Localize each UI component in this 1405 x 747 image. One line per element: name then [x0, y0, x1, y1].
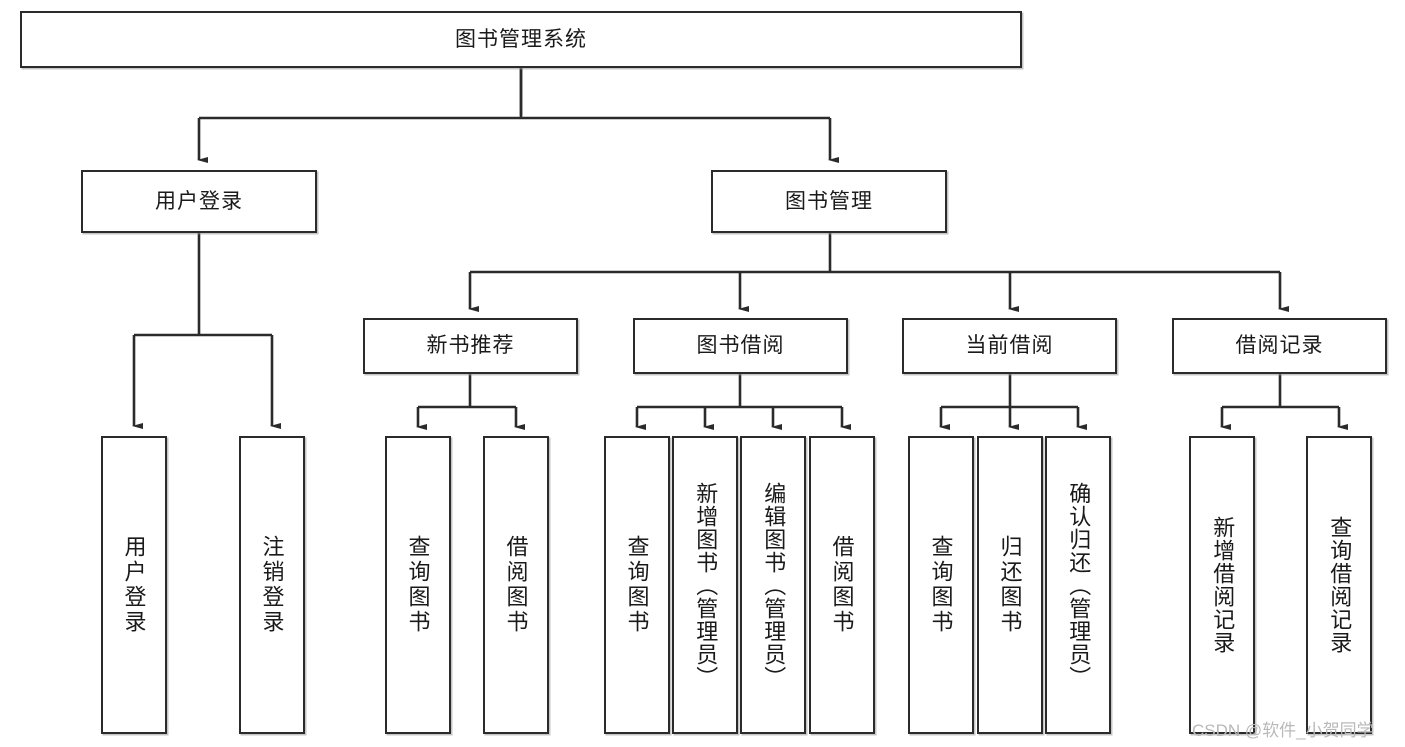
node-label: 归还图书 — [997, 535, 1023, 635]
node-label: 用户登录 — [155, 189, 243, 213]
csdn-watermark: CSDN @软件_小贺同学 — [1192, 721, 1374, 740]
leaf-return-book[interactable]: 归还图书 — [977, 436, 1043, 734]
leaf-edit-book-admin[interactable]: 编辑图书（管理员） — [740, 436, 806, 734]
leaf-query-book-current[interactable]: 查询图书 — [908, 436, 974, 734]
leaf-query-borrow-record[interactable]: 查询借阅记录 — [1306, 436, 1372, 734]
leaf-add-borrow-record[interactable]: 新增借阅记录 — [1189, 436, 1255, 734]
leaf-borrow-book[interactable]: 借阅图书 — [809, 436, 875, 734]
leaf-query-book[interactable]: 查询图书 — [604, 436, 670, 734]
node-label: 图书管理系统 — [455, 27, 587, 51]
node-label: 用户登录 — [121, 535, 147, 635]
node-root-system[interactable]: 图书管理系统 — [20, 11, 1022, 68]
leaf-user-logout[interactable]: 注销登录 — [239, 436, 305, 734]
node-label: 借阅记录 — [1235, 334, 1324, 358]
node-label: 新书推荐 — [426, 334, 515, 358]
node-label: 查询图书 — [928, 535, 954, 635]
node-label: 新增图书（管理员） — [693, 481, 719, 689]
node-label: 查询借阅记录 — [1327, 516, 1353, 654]
node-label: 编辑图书（管理员） — [761, 481, 787, 689]
node-book-management[interactable]: 图书管理 — [711, 170, 947, 233]
node-book-borrow[interactable]: 图书借阅 — [633, 318, 848, 374]
node-label: 新增借阅记录 — [1210, 516, 1236, 654]
node-label: 当前借阅 — [965, 334, 1054, 358]
node-label: 图书管理 — [785, 189, 873, 213]
leaf-add-book-admin[interactable]: 新增图书（管理员） — [672, 436, 738, 734]
node-new-book-recommend[interactable]: 新书推荐 — [363, 318, 578, 374]
node-borrow-record[interactable]: 借阅记录 — [1172, 318, 1387, 374]
node-user-login[interactable]: 用户登录 — [81, 170, 317, 233]
node-label: 借阅图书 — [829, 535, 855, 635]
leaf-user-login[interactable]: 用户登录 — [101, 436, 167, 734]
node-label: 查询图书 — [624, 535, 650, 635]
node-current-borrow[interactable]: 当前借阅 — [902, 318, 1117, 374]
node-label: 查询图书 — [405, 535, 431, 635]
node-label: 确认归还（管理员） — [1066, 481, 1092, 689]
node-label: 借阅图书 — [503, 535, 529, 635]
node-label: 注销登录 — [259, 535, 285, 635]
leaf-borrow-book-new[interactable]: 借阅图书 — [483, 436, 549, 734]
node-label: 图书借阅 — [696, 334, 785, 358]
leaf-confirm-return-admin[interactable]: 确认归还（管理员） — [1045, 436, 1111, 734]
leaf-query-book-new[interactable]: 查询图书 — [385, 436, 451, 734]
